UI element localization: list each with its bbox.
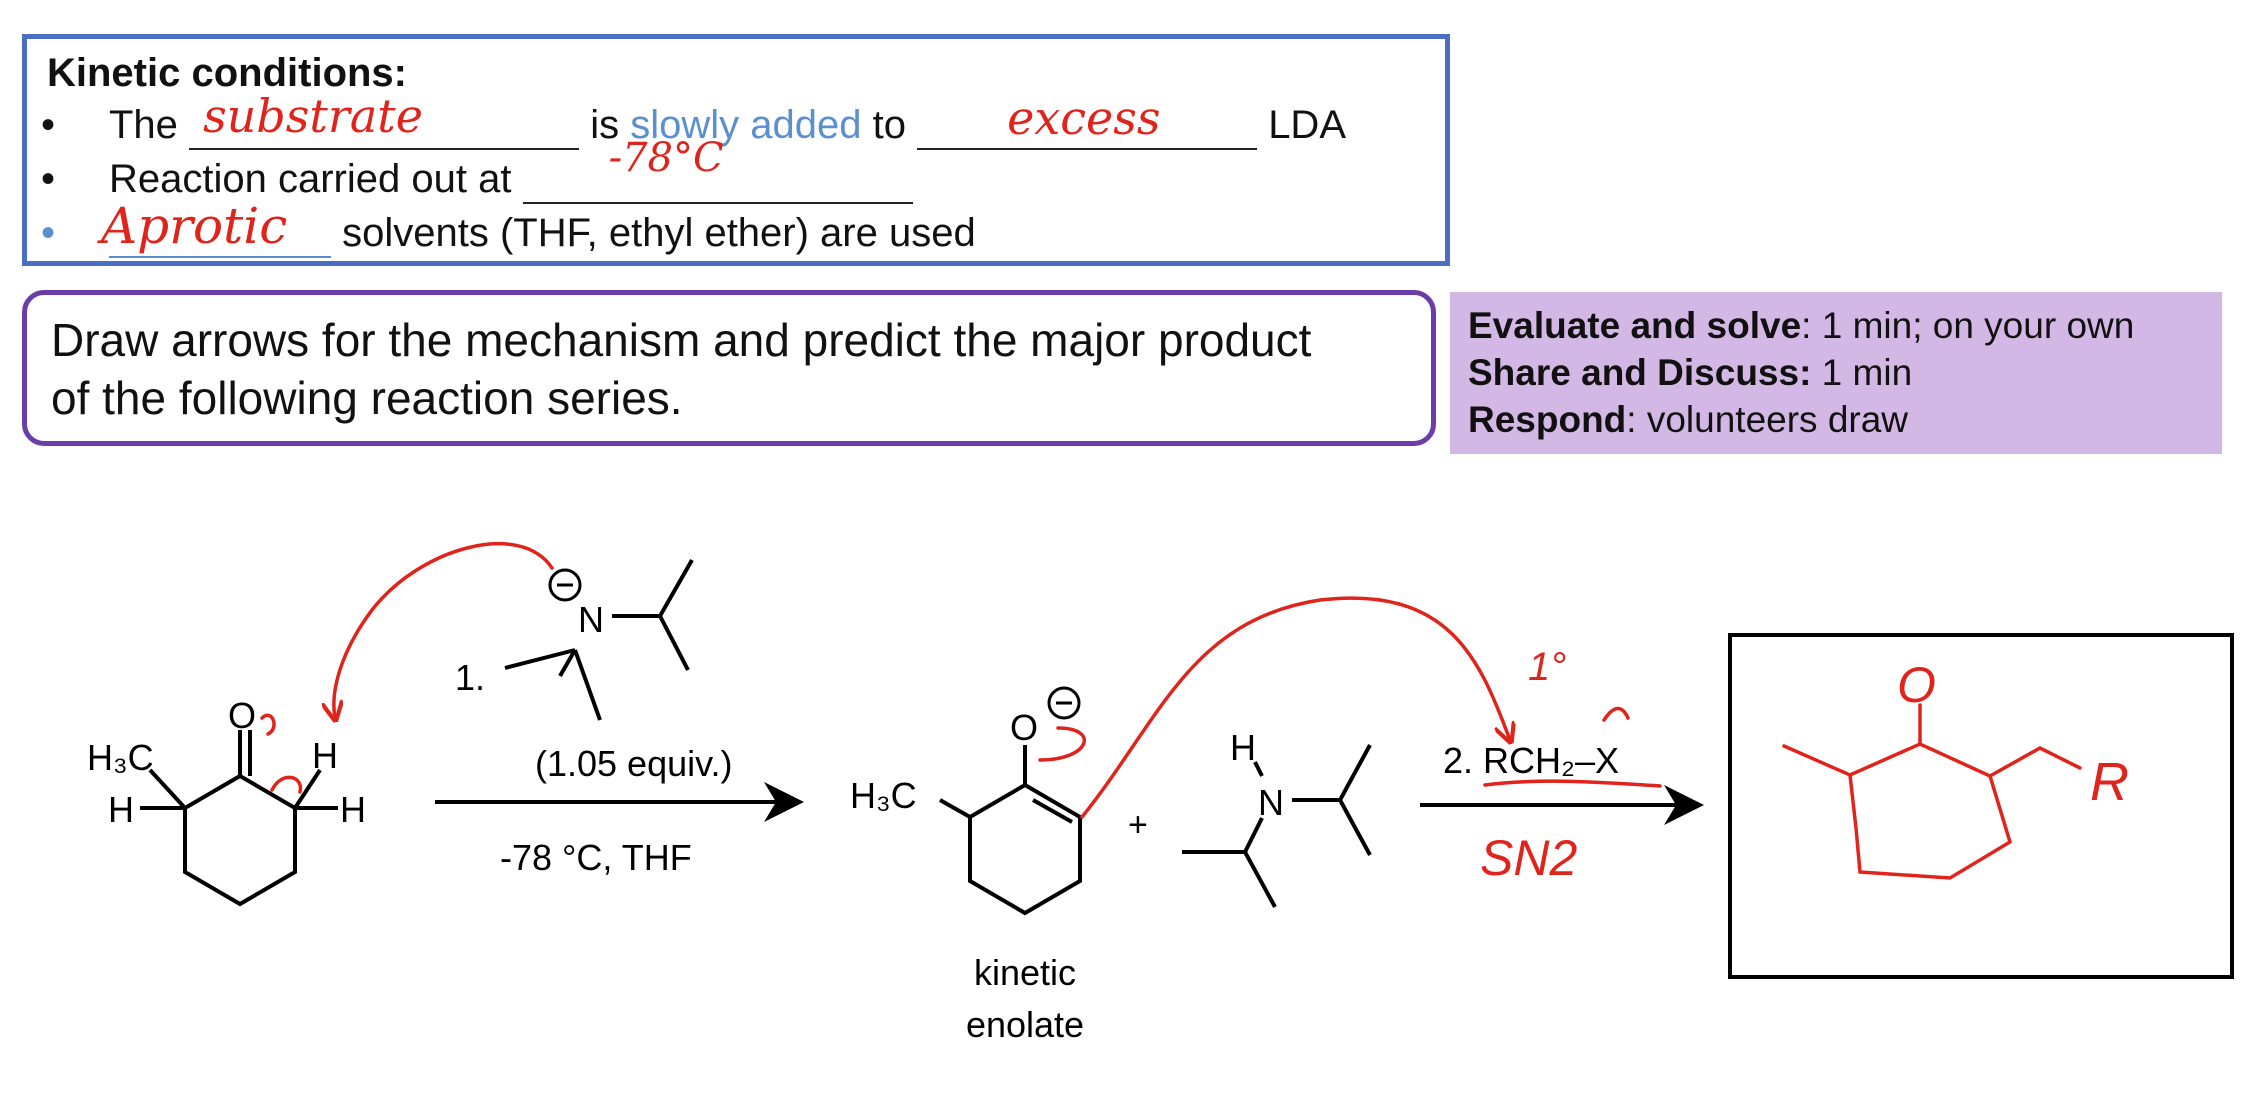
bullet-marker: • <box>41 103 56 147</box>
blank-excess: excess <box>917 91 1258 150</box>
amine-hydrogen: H <box>1230 727 1256 768</box>
question-line-2: of the following reaction series. <box>51 372 683 424</box>
handwritten-excess: excess <box>1007 91 1161 145</box>
reactant-h3c: H₃C <box>87 737 154 778</box>
enolate-label-2: enolate <box>966 1004 1084 1045</box>
equiv-label: (1.05 equiv.) <box>535 743 732 784</box>
reactant-h-top: H <box>312 735 338 776</box>
question-box: Draw arrows for the mechanism and predic… <box>22 290 1436 446</box>
slowly-added-highlight: slowly added <box>630 103 862 147</box>
handwritten-temperature: -78°C <box>608 135 724 181</box>
product-answer-box <box>1728 633 2234 979</box>
bullet-marker: • <box>41 211 56 255</box>
curved-arrow-enolate-to-rx <box>1080 596 1510 819</box>
blank-temperature: -78°C <box>522 135 913 204</box>
reactant-molecule <box>140 730 338 907</box>
reactant-ring <box>183 773 297 907</box>
line1-to: to <box>872 103 906 147</box>
enolate-label-1: kinetic <box>974 952 1076 993</box>
curved-arrow-enolate-o <box>1038 726 1087 762</box>
kinetic-conditions-title: Kinetic conditions: <box>47 51 407 95</box>
handwritten-aprotic: Aprotic <box>101 197 288 255</box>
methyl-bond <box>148 768 187 810</box>
plus-sign: + <box>1128 806 1148 844</box>
handwritten-primary: 1° <box>1528 645 1566 689</box>
line2-text: Reaction carried out at <box>109 157 512 201</box>
line3-text: solvents (THF, ethyl ether) are used <box>342 211 976 255</box>
line1-is: is <box>590 103 620 147</box>
enolate-negative-charge <box>1047 686 1081 720</box>
lda-negative-charge <box>548 568 582 602</box>
blank-substrate: substrate <box>189 89 580 150</box>
underline-rch2x <box>1483 779 1662 788</box>
blank-aprotic: Aprotic <box>101 197 331 258</box>
enolate-oxygen: O <box>1010 707 1038 748</box>
lda-molecule <box>504 559 694 721</box>
handwritten-sn2: SN2 <box>1480 830 1577 886</box>
lda-nitrogen: N <box>578 599 604 640</box>
reactant-oxygen: O <box>228 695 256 736</box>
instr-evaluate: Evaluate and solve: 1 min; on your own <box>1468 305 2135 346</box>
step-1-label: 1. <box>455 657 485 698</box>
bullet-marker: • <box>41 157 56 201</box>
diisopropylamine-molecule <box>1182 744 1372 908</box>
handwritten-product-o: O <box>1897 657 1936 713</box>
line1-lda: LDA <box>1268 103 1346 147</box>
instr-share: Share and Discuss: 1 min <box>1468 352 1913 393</box>
product-ring-drawing <box>1782 742 2013 880</box>
conditions-label: -78 °C, THF <box>500 837 692 878</box>
product-chain <box>1988 746 2082 778</box>
curved-arrow-leaving-group <box>1602 706 1630 722</box>
question-line-1: Draw arrows for the mechanism and predic… <box>51 314 1312 366</box>
line1-prefix: The <box>109 103 178 147</box>
curved-arrow-base-to-h <box>334 542 554 718</box>
instructions-box: Evaluate and solve: 1 min; on your own S… <box>1450 292 2222 454</box>
enolate-molecule <box>939 686 1082 916</box>
step-2-label: 2. RCH₂–X <box>1443 740 1619 781</box>
enolate-ring <box>968 782 1082 916</box>
curved-arrow-ch <box>270 775 303 794</box>
reaction-scheme: H₃C H O H H N 1. (1.05 equiv.) -78 °C, T… <box>87 542 2129 1045</box>
enolate-h3c: H₃C <box>850 775 917 816</box>
handwritten-annotations <box>260 542 2082 880</box>
reactant-h-left: H <box>108 789 134 830</box>
amine-nitrogen: N <box>1258 782 1284 823</box>
reactant-h-right: H <box>340 789 366 830</box>
handwritten-substrate: substrate <box>203 89 423 143</box>
kinetic-conditions-box: Kinetic conditions: • The substrate is s… <box>22 34 1450 266</box>
curved-arrow-o <box>260 713 276 736</box>
instr-respond: Respond: volunteers draw <box>1468 399 1909 440</box>
handwritten-product-r: R <box>2090 752 2129 812</box>
